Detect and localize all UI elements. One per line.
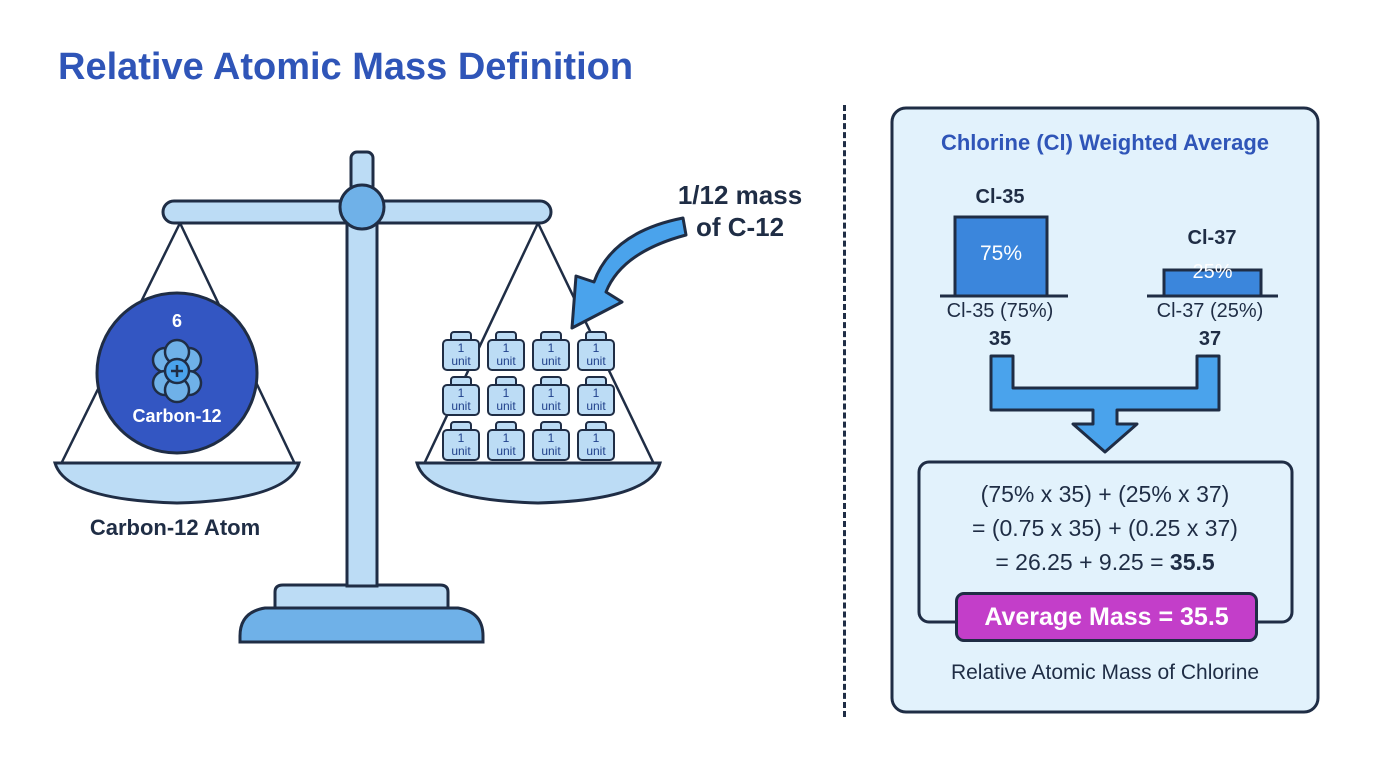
isotope-mass-cl35: 35 (988, 328, 1012, 350)
left-pan (52, 461, 302, 505)
callout-arrow (570, 216, 688, 330)
panel-caption: Relative Atomic Mass of Chlorine (950, 661, 1260, 684)
page-title: Relative Atomic Mass Definition (58, 46, 634, 88)
carbon-atom-label: Carbon-12 (132, 406, 222, 426)
isotope-percent-cl35: 75% (979, 242, 1023, 265)
scale-base-top (273, 583, 450, 610)
isotope-label-cl35: Cl-35 (75%) (946, 300, 1054, 322)
isotope-mass-cl37: 37 (1198, 328, 1222, 350)
calculation-line-1: (75% x 35) + (25% x 37) (980, 481, 1230, 507)
callout-text-line2: of C-12 (695, 212, 785, 242)
isotope-name-cl35: Cl-35 (975, 186, 1025, 208)
calculation-result: 35.5 (1169, 549, 1215, 575)
right-pan (415, 461, 662, 505)
scale-pivot (338, 183, 386, 231)
panel-title: Chlorine (Cl) Weighted Average (940, 130, 1269, 155)
isotope-name-cl37: Cl-37 (1187, 227, 1237, 249)
merge-arrow (989, 354, 1221, 454)
isotope-percent-cl37: 25% (1192, 261, 1233, 283)
scale-base (238, 606, 485, 644)
callout-text-line1: 1/12 mass (677, 180, 803, 210)
scale-pillar (345, 206, 379, 588)
isotope-label-cl37: Cl-37 (25%) (1156, 300, 1264, 322)
calculation-line-3: = 26.25 + 9.25 = 35.5 (920, 549, 1290, 576)
isotope-bar-cl35 (953, 215, 1049, 298)
average-mass-badge: Average Mass = 35.5 (955, 592, 1258, 642)
calculation-line-2: = (0.75 x 35) + (0.25 x 37) (972, 515, 1238, 541)
carbon-atom-caption: Carbon-12 Atom (89, 515, 261, 540)
nucleus-icon (151, 338, 203, 404)
section-divider (843, 105, 846, 717)
atomic-number: 6 (171, 311, 182, 331)
calculation-line-3-prefix: = 26.25 + 9.25 = (995, 549, 1170, 575)
